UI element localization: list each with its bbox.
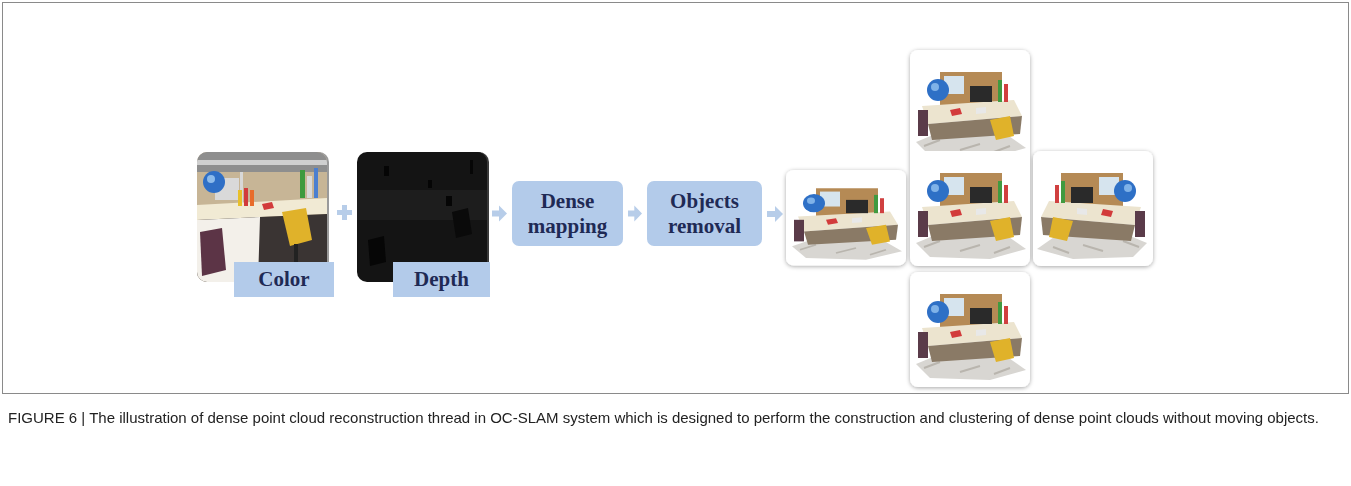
image-panel: Color: [197, 152, 327, 282]
process-box: Objects removal: [647, 181, 762, 246]
process-box: Dense mapping: [512, 181, 623, 246]
node-label: Dense mapping: [518, 189, 617, 237]
label-tag: Color: [234, 262, 334, 297]
arrow-shape: [492, 206, 507, 222]
arrow-shape: [628, 206, 642, 222]
node-label: Color: [258, 267, 309, 291]
plus-symbol: [337, 205, 352, 220]
figure-frame: [3, 3, 1349, 394]
flow-arrow: [628, 206, 642, 222]
image-panel: Depth: [357, 152, 487, 282]
flow-arrow: [492, 206, 507, 222]
figure-caption: FIGURE 6 | The illustration of dense poi…: [8, 407, 1338, 428]
output-arrow: [767, 206, 783, 222]
node-label: Depth: [414, 267, 469, 291]
point-cloud-views: [786, 50, 1153, 387]
label-tag: Depth: [393, 262, 490, 297]
node-label: Objects removal: [653, 189, 756, 237]
